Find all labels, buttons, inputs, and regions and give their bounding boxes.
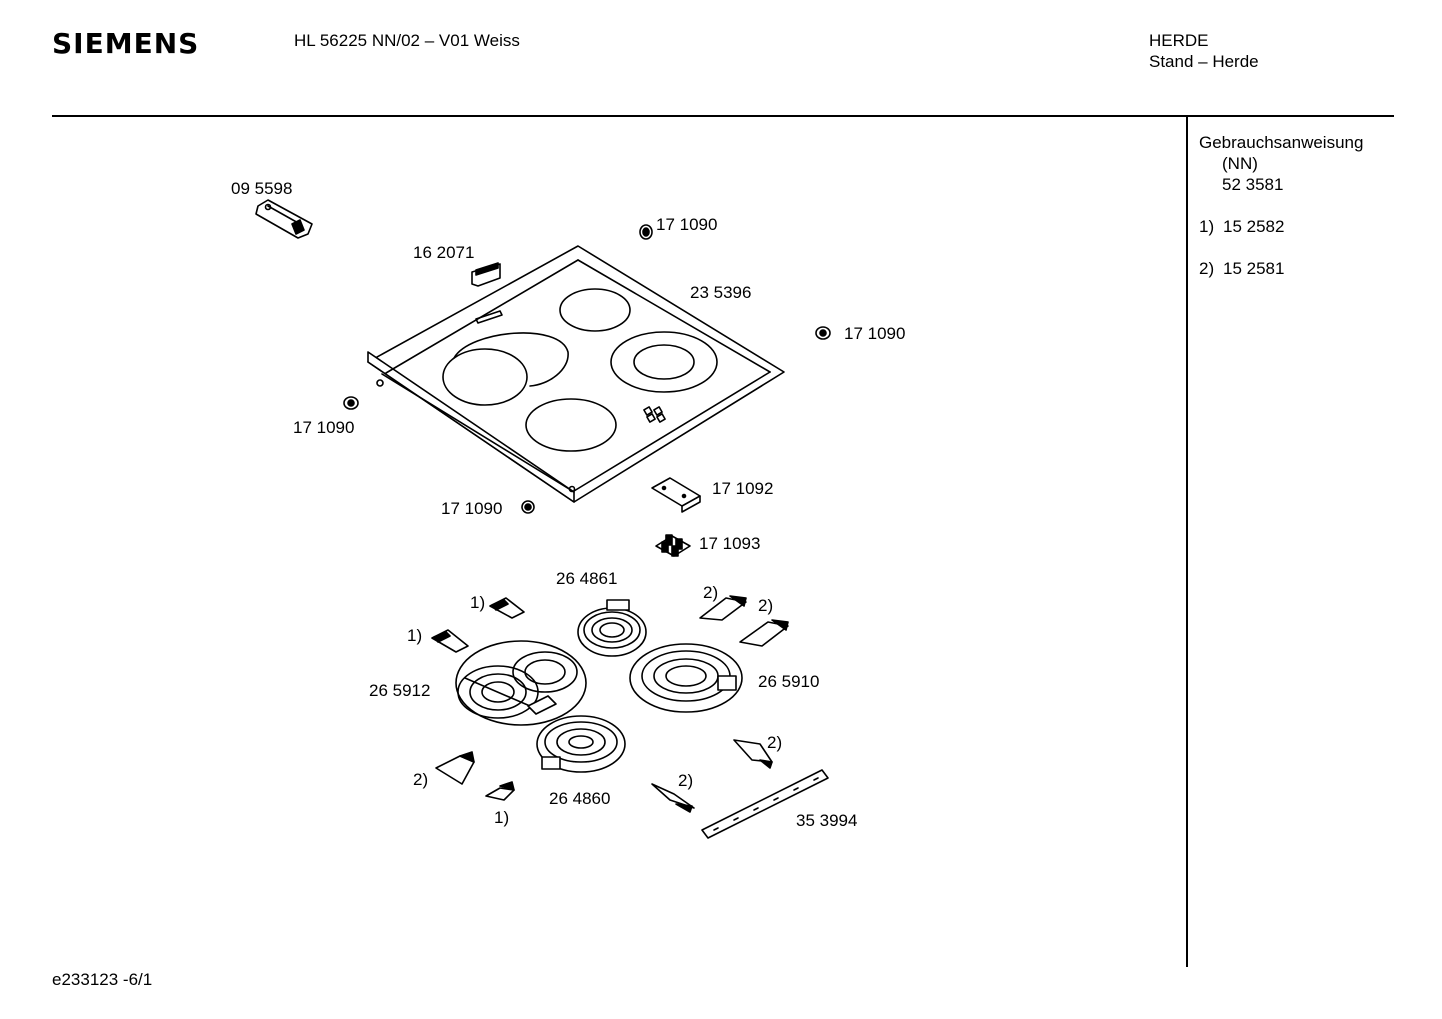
label-265910: 26 5910 [758,672,820,691]
clip-1a [489,597,525,619]
manual-title: Gebrauchsanweisung [1199,133,1364,152]
footnote-mark-1a: 1) [470,593,486,612]
label-171090-right: 17 1090 [844,324,906,343]
label-171090-left: 17 1090 [293,418,355,437]
clip-1b [431,629,469,653]
note-marker-2: 2) [1199,259,1215,278]
label-171093: 17 1093 [699,534,761,553]
clip-2d [435,751,475,785]
note-part-2: 15 2581 [1223,259,1285,278]
heater-264861 [577,599,647,657]
part-095598 [255,199,313,239]
label-264860: 26 4860 [549,789,611,808]
manual-variant: (NN) [1222,154,1258,173]
label-162071: 16 2071 [413,243,475,262]
footnote-mark-2e: 2) [678,771,694,790]
brand-logo: SIEMENS [52,27,200,60]
grommet-top [639,224,653,240]
grommet-left [343,396,359,410]
clip-2a [699,595,747,621]
footnote-mark-1b: 1) [407,626,423,645]
cooktop-glass [367,245,785,503]
heater-265912 [455,640,587,726]
label-265912: 26 5912 [369,681,431,700]
label-095598: 09 5598 [231,179,293,198]
footnote-mark-1c: 1) [494,808,510,827]
footnote-mark-2c: 2) [767,733,783,752]
part-162071 [471,262,501,287]
clip-2e [651,783,695,813]
heater-265910 [629,643,743,713]
label-235396: 23 5396 [690,283,752,302]
drawing-id: e233123 -6/1 [52,970,153,989]
category-label: HERDE [1149,31,1209,50]
label-353994: 35 3994 [796,811,858,830]
label-171090-top: 17 1090 [656,215,718,234]
note-part-1: 15 2582 [1223,217,1285,236]
subcategory-label: Stand – Herde [1149,52,1259,71]
clip-2b [739,619,789,647]
label-264861: 26 4861 [556,569,618,588]
exploded-parts-diagram [255,199,831,839]
grommet-bottom [521,500,535,514]
footnote-mark-2b: 2) [758,596,774,615]
manual-number: 52 3581 [1222,175,1284,194]
header-divider [52,115,1394,117]
label-171090-bottom: 17 1090 [441,499,503,518]
footnote-mark-2d: 2) [413,770,429,789]
part-353994 [701,769,829,839]
clip-2c [733,739,773,769]
clip-1c [485,781,515,801]
part-171093 [655,534,691,557]
footnote-mark-2a: 2) [703,583,719,602]
label-171092: 17 1092 [712,479,774,498]
model-title: HL 56225 NN/02 – V01 Weiss [294,31,520,50]
grommet-right [815,326,831,340]
sidebar-divider [1186,117,1188,967]
part-171092 [651,477,701,513]
note-marker-1: 1) [1199,217,1215,236]
heater-264860 [536,715,626,773]
